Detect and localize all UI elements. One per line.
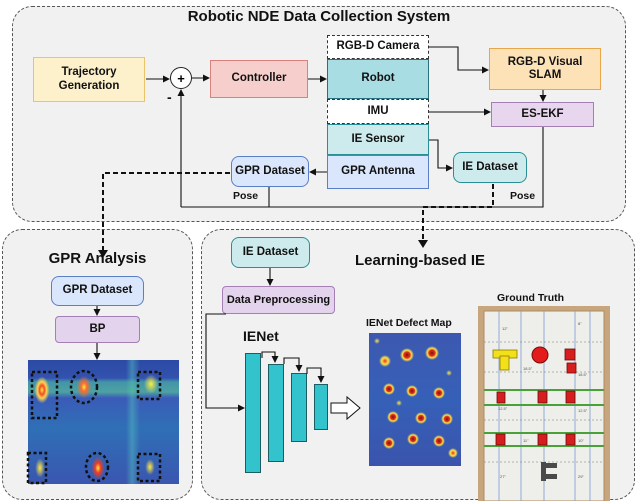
svg-text:29": 29" [578,474,584,479]
data-preprocessing-box: Data Preprocessing [222,286,335,314]
bp-label: BP [89,322,106,335]
es-ekf-box: ES-EKF [491,102,594,127]
gpr-dataset-label-top: GPR Dataset [235,164,305,177]
summing-junction: + [170,67,192,89]
ienet-layer-2 [268,364,284,462]
controller-label: Controller [231,72,287,85]
ie-dataset-box-top: IE Dataset [453,152,527,183]
data-collection-title: Robotic NDE Data Collection System [187,8,451,25]
gpr-antenna-label: GPR Antenna [341,165,415,178]
svg-text:8": 8" [578,321,582,326]
gpr-dataset-label: GPR Dataset [62,284,133,297]
ienet-layer-1 [245,353,261,473]
svg-text:27": 27" [500,474,506,479]
es-ekf-label: ES-EKF [521,107,564,120]
ie-dataset-box: IE Dataset [231,237,310,268]
trajectory-generation-box: Trajectory Generation [33,57,145,102]
svg-text:12.5": 12.5" [578,408,588,413]
svg-text:18.5": 18.5" [523,366,533,371]
rgbd-camera-box: RGB-D Camera [327,35,429,59]
gpr-antenna-box: GPR Antenna [327,155,429,189]
svg-text:12": 12" [502,326,508,331]
controller-box: Controller [210,60,308,98]
svg-text:11": 11" [523,438,529,443]
svg-text:18.5": 18.5" [578,372,588,377]
rgbd-slam-label: RGB-D Visual SLAM [507,55,583,81]
rgbd-camera-label: RGB-D Camera [336,40,420,53]
trajectory-generation-label: Trajectory Generation [58,66,120,92]
ie-dataset-label-top: IE Dataset [462,160,518,173]
svg-text:12.5": 12.5" [498,406,508,411]
imu-label: IMU [367,104,389,117]
gpr-dataset-box-top: GPR Dataset [231,156,309,187]
defect-map-title: IENet Defect Map [366,317,452,329]
gpr-bp-image [28,360,179,484]
gpr-analysis-title: GPR Analysis [48,250,147,267]
minus-sign: - [167,89,172,105]
data-preprocessing-label: Data Preprocessing [226,293,331,306]
ienet-layer-3 [291,373,307,442]
learning-ie-title: Learning-based IE [355,252,486,269]
pose-label-right: Pose [510,190,536,202]
gpr-dataset-box: GPR Dataset [51,276,144,306]
ie-sensor-label: IE Sensor [351,132,405,145]
ie-sensor-box: IE Sensor [327,124,429,155]
pose-label-left: Pose [233,190,259,202]
ienet-defect-map-image [369,333,461,466]
bp-box: BP [55,316,140,343]
sum-sign: + [177,70,185,86]
rgbd-slam-box: RGB-D Visual SLAM [489,48,601,90]
ground-truth-title: Ground Truth [497,292,565,304]
ienet-layer-4 [314,384,328,430]
svg-text:10": 10" [578,438,584,443]
imu-box: IMU [327,99,429,124]
ie-dataset-label: IE Dataset [242,245,299,258]
ienet-label: IENet [243,328,279,344]
robot-label: Robot [361,72,395,85]
robot-box: Robot [327,59,429,99]
